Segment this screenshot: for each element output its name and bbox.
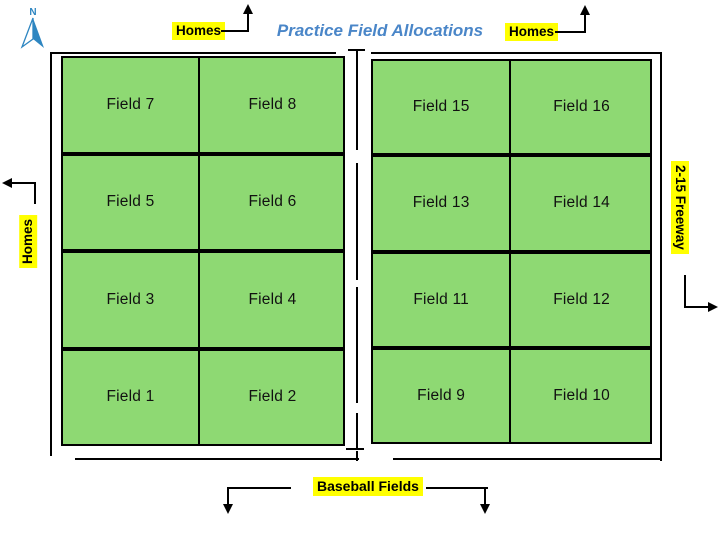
field-cell: Field 16 bbox=[509, 61, 652, 154]
field-cell: Field 12 bbox=[509, 253, 652, 346]
field-group-left: Field 7 Field 8 Field 5 Field 6 Field 3 … bbox=[61, 56, 345, 446]
field-cell: Field 15 bbox=[412, 98, 470, 116]
field-cell: Field 1 bbox=[106, 388, 155, 406]
baseball-left-arrow-line bbox=[227, 487, 291, 490]
center-divider-bottom-cap bbox=[346, 448, 364, 451]
homes-label-top-right: Homes bbox=[505, 23, 559, 42]
freeway-arrow-line bbox=[683, 305, 710, 308]
field-row: Field 3 Field 4 bbox=[61, 251, 345, 349]
field-cell: Field 5 bbox=[106, 193, 155, 211]
compass-needle-left bbox=[20, 17, 34, 49]
park-boundary-top-right bbox=[371, 52, 662, 55]
field-cell: Field 6 bbox=[197, 155, 345, 249]
park-boundary-bottom-right bbox=[393, 458, 662, 461]
center-divider-segment bbox=[356, 287, 359, 403]
park-boundary-left bbox=[50, 52, 53, 456]
compass-n-label: N bbox=[29, 7, 36, 18]
baseball-left-arrowhead-icon bbox=[222, 504, 233, 514]
field-group-right: Field 15 Field 16 Field 13 Field 14 Fiel… bbox=[371, 59, 652, 444]
page-title: Practice Field Allocations bbox=[276, 21, 484, 40]
field-cell: Field 9 bbox=[417, 386, 466, 404]
center-divider-segment bbox=[356, 163, 359, 280]
freeway-label-right: 2-15 Freeway bbox=[671, 161, 690, 254]
compass-needle-right bbox=[33, 18, 44, 48]
homes-label-left: Homes bbox=[19, 215, 38, 269]
field-cell: Field 10 bbox=[509, 349, 652, 442]
center-divider-segment bbox=[356, 413, 359, 448]
baseball-right-arrowhead-icon bbox=[479, 504, 490, 514]
freeway-arrowhead-icon bbox=[708, 301, 718, 312]
field-row: Field 1 Field 2 bbox=[61, 348, 345, 446]
baseball-left-arrow-line bbox=[227, 487, 230, 506]
field-cell: Field 3 bbox=[106, 290, 155, 308]
homes-top-left-arrow-line bbox=[246, 13, 249, 32]
park-boundary-bottom-left bbox=[75, 458, 359, 461]
baseball-fields-label: Baseball Fields bbox=[313, 477, 423, 496]
homes-top-right-arrow-line bbox=[555, 31, 584, 34]
homes-top-right-arrowhead-icon bbox=[579, 5, 590, 15]
field-cell: Field 4 bbox=[197, 253, 345, 347]
field-cell: Field 13 bbox=[412, 194, 470, 212]
compass-north-icon: N bbox=[20, 7, 44, 49]
center-divider-segment bbox=[356, 49, 359, 150]
homes-top-left-arrowhead-icon bbox=[242, 4, 253, 14]
field-cell: Field 2 bbox=[197, 350, 345, 444]
park-boundary-right bbox=[660, 52, 663, 461]
field-cell: Field 8 bbox=[197, 58, 345, 152]
field-row: Field 13 Field 14 bbox=[371, 155, 652, 252]
homes-label-top-left: Homes bbox=[172, 22, 226, 41]
field-row: Field 9 Field 10 bbox=[371, 347, 652, 444]
homes-left-arrow-line bbox=[33, 182, 36, 204]
field-row: Field 7 Field 8 bbox=[61, 56, 345, 154]
center-divider-segment bbox=[356, 451, 359, 461]
homes-top-left-arrow-line bbox=[221, 30, 249, 33]
field-cell: Field 7 bbox=[106, 95, 155, 113]
field-row: Field 11 Field 12 bbox=[371, 251, 652, 348]
field-cell: Field 14 bbox=[509, 157, 652, 250]
field-row: Field 5 Field 6 bbox=[61, 153, 345, 251]
field-cell: Field 11 bbox=[413, 290, 469, 308]
baseball-right-arrow-line bbox=[484, 487, 487, 506]
freeway-arrow-line bbox=[683, 275, 686, 308]
homes-left-arrowhead-icon bbox=[2, 177, 12, 188]
park-boundary-top-left bbox=[50, 52, 336, 55]
field-row: Field 15 Field 16 bbox=[371, 59, 652, 156]
homes-top-right-arrow-line bbox=[583, 14, 586, 33]
baseball-right-arrow-line bbox=[426, 487, 488, 490]
homes-left-arrow-line bbox=[11, 182, 36, 185]
